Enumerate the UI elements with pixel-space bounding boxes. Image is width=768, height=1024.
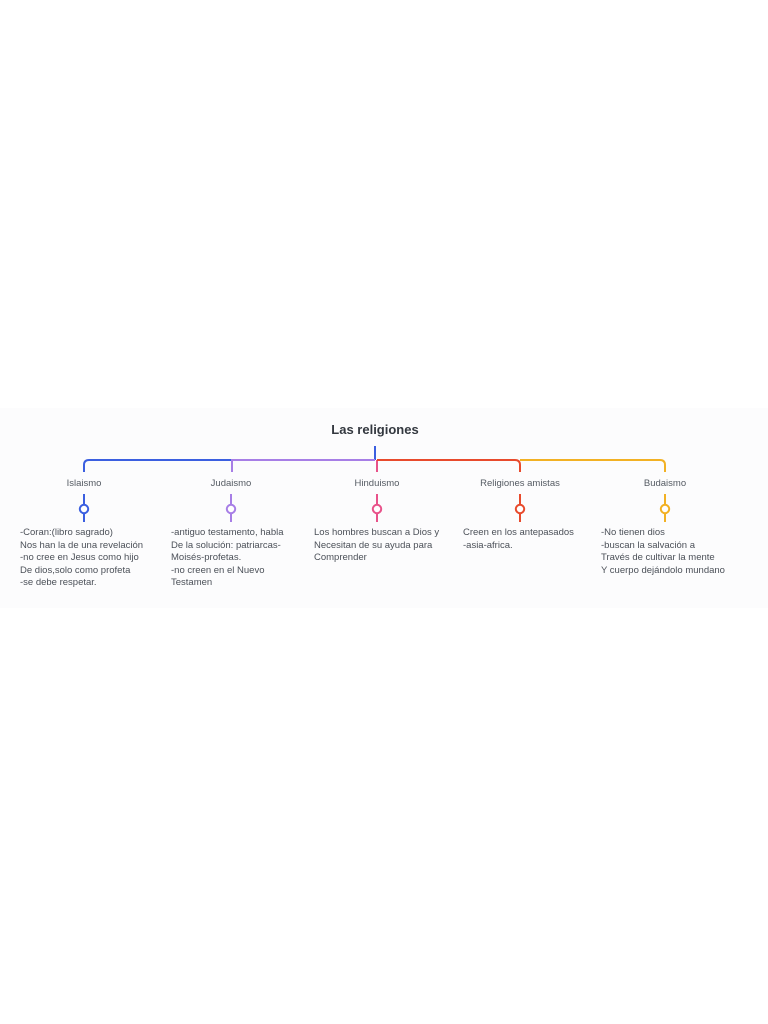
marker-amistas	[514, 494, 526, 522]
note-line: Moisés-profetas.	[171, 552, 242, 564]
bus-segment-amistas	[377, 459, 521, 472]
marker-hinduismo	[371, 494, 383, 522]
note-line: -no creen en el Nuevo	[171, 564, 265, 576]
note-line: De dios,solo como profeta	[20, 564, 131, 576]
note-line: Comprender	[314, 552, 367, 564]
note-line: -Coran:(libro sagrado)	[20, 527, 113, 538]
note-budaismo[interactable]: -No tienen dios -buscan la salvación a T…	[601, 527, 741, 577]
branch-label-islaismo[interactable]: Islaismo	[66, 478, 102, 489]
note-line: -antiguo testamento, habla	[171, 527, 284, 538]
branch-label-hinduismo[interactable]: Hinduismo	[354, 478, 400, 489]
branch-label-judaismo[interactable]: Judaismo	[210, 478, 252, 489]
bus-segment-islaismo	[83, 459, 375, 472]
bus-segment-judaismo	[231, 459, 235, 472]
note-line: Nos han la de una revelación	[20, 539, 144, 551]
note-judaismo[interactable]: -antiguo testamento, habla De la solució…	[171, 527, 311, 590]
note-line: -buscan la salvación a	[601, 539, 695, 551]
note-line: Través de cultivar la mente	[601, 552, 715, 564]
note-line: -No tienen dios	[601, 527, 665, 538]
note-islaismo[interactable]: -Coran:(libro sagrado) Nos han la de una…	[20, 527, 160, 590]
note-hinduismo[interactable]: Los hombres buscan a Dios y Necesitan de…	[314, 527, 454, 565]
marker-judaismo	[225, 494, 237, 522]
bus-segment-budaismo	[520, 459, 666, 472]
note-line: Testamen	[171, 577, 213, 589]
note-line: Y cuerpo dejándolo mundano	[601, 564, 725, 576]
map-background	[0, 408, 768, 608]
note-line: -asia-africa.	[463, 539, 513, 551]
note-religiones-amistas[interactable]: Creen en los antepasados -asia-africa.	[463, 527, 603, 552]
note-line: -se debe respetar.	[20, 577, 97, 589]
note-line: Creen en los antepasados	[463, 527, 574, 538]
marker-budaismo	[659, 494, 671, 522]
note-line: Necesitan de su ayuda para	[314, 539, 433, 551]
branch-label-budaismo[interactable]: Budaismo	[643, 478, 687, 489]
branch-label-religiones-amistas[interactable]: Religiones amistas	[480, 478, 560, 489]
note-line: De la solución: patriarcas-	[171, 539, 281, 551]
map-title[interactable]: Las religiones	[331, 422, 419, 437]
note-line: -no cree en Jesus como hijo	[20, 552, 139, 564]
marker-islaismo	[78, 494, 90, 522]
note-line: Los hombres buscan a Dios y	[314, 527, 440, 538]
